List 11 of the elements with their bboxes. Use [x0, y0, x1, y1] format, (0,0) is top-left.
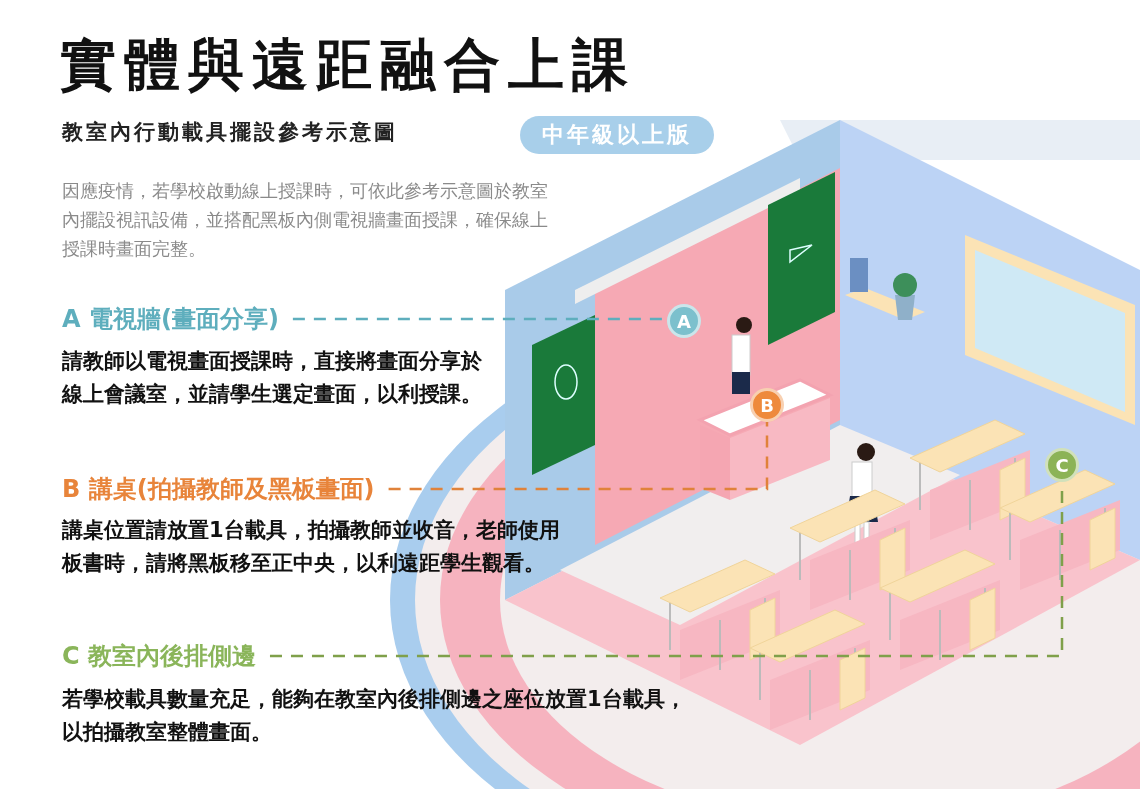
- description-text: 講桌位置請放置1台載具，拍攝教師並收音，老師使用板書時，請將黑板移至正中央，以利遠距學生觀看。: [62, 517, 561, 577]
- subtitle: 教室內行動載具擺設參考示意圖: [62, 119, 398, 146]
- section-heading: B 講桌(拍攝教師及黑板畫面): [62, 473, 375, 505]
- grade-badge: 中年級以上版: [520, 116, 714, 154]
- intro-paragraph: 因應疫情，若學校啟動線上授課時，可依此參考示意圖於教室內擺設視訊設備，並搭配黑板內側電視牆畫面授課，確保線上授課時畫面完整。: [62, 179, 549, 261]
- section-heading: A 電視牆(畫面分享): [62, 303, 279, 335]
- leader-line: [388, 422, 769, 491]
- section-heading: C 教室內後排側邊: [62, 640, 256, 672]
- description-text: 請教師以電視畫面授課時，直接將畫面分享於線上會議室，並請學生選定畫面，以利授課。: [62, 348, 483, 408]
- title: 實體與遠距融合上課: [60, 31, 636, 99]
- description-text: 若學校載具數量充足，能夠在教室內後排側邊之座位放置1台載具，以拍攝教室整體畫面。: [62, 686, 687, 746]
